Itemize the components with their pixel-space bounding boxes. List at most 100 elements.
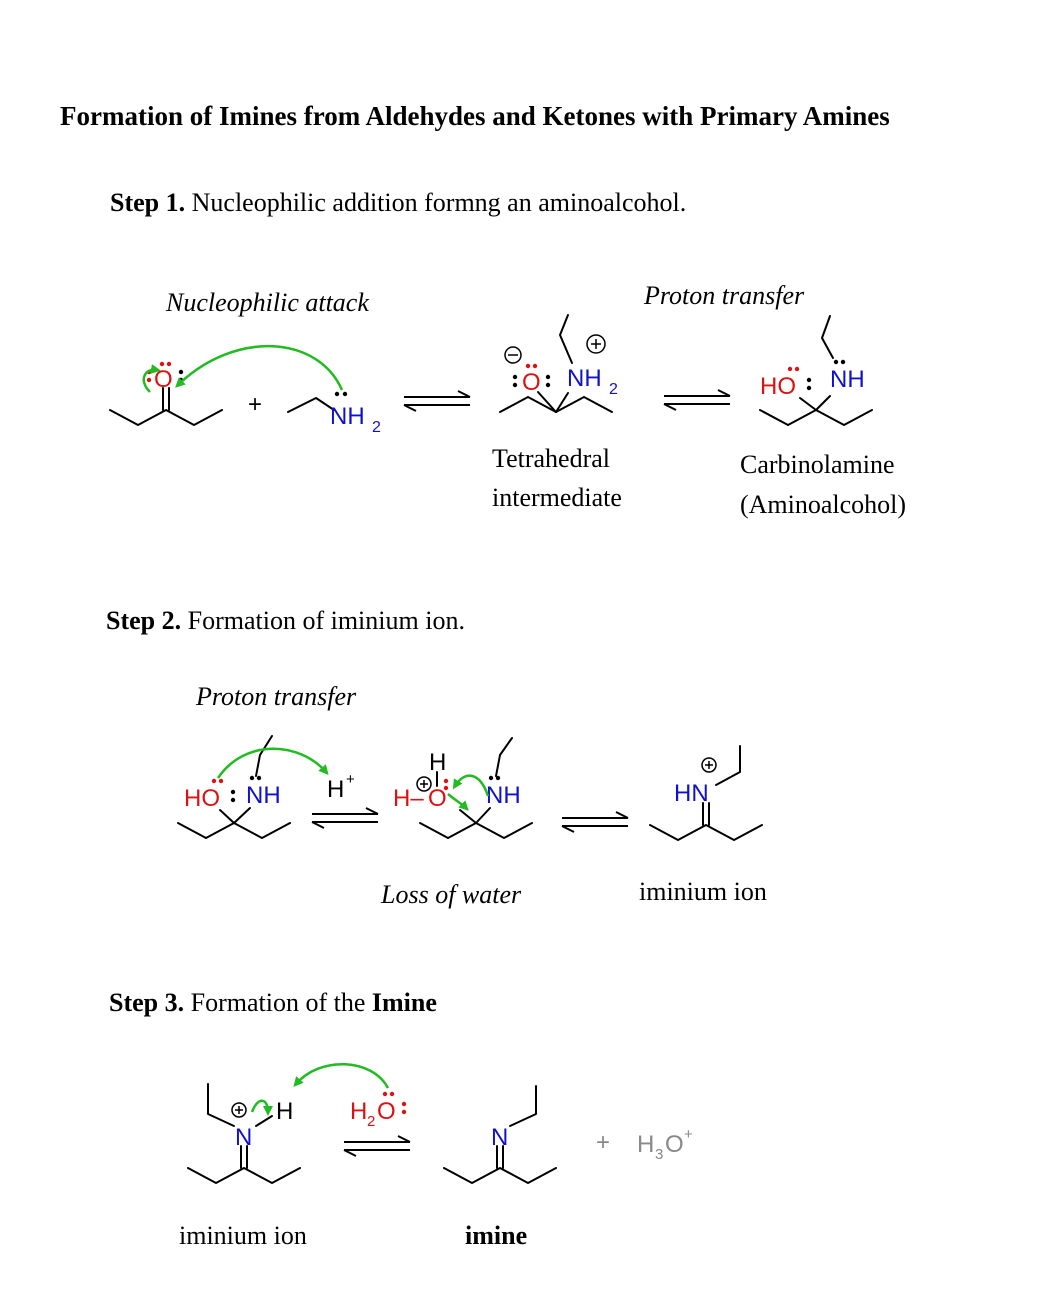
water-h: H [350, 1098, 367, 1125]
ketone-molecule: O [109, 361, 223, 426]
loss-of-water-arrow [452, 774, 490, 797]
nucleophilic-attack-arrow [175, 344, 344, 391]
lone-pair-dot [401, 1101, 407, 1107]
carbinol-hydroxyl: HO [760, 373, 796, 400]
protonated-carbinolamine: H– O H NH [393, 737, 533, 839]
lone-pair-dot [488, 775, 494, 781]
carbinol-ethyl-chain [821, 315, 834, 359]
carbinol-c-o-bond [799, 397, 817, 411]
s3-n-h-bond [255, 1115, 273, 1127]
lone-pair-dot [230, 797, 236, 803]
step3-text: Formation of the [190, 988, 366, 1017]
plus-sign: + [248, 391, 262, 418]
s2b-c-o-bond [459, 809, 477, 824]
tetrahedral-intermediate: O NH 2 [499, 314, 618, 413]
hydronium-h: H [637, 1131, 654, 1158]
s2b-nitrogen: NH [486, 782, 521, 809]
tetrahedral-caption-2: intermediate [492, 483, 622, 512]
lone-pair-dot [512, 382, 518, 388]
s2b-skeleton [419, 822, 449, 839]
lone-pair-dot [806, 377, 812, 383]
tetra-nitrogen: NH [567, 365, 602, 392]
carbinolamine-molecule: HO NH [759, 315, 873, 426]
lone-pair-dot [159, 361, 165, 367]
iminium-skeleton [649, 824, 763, 841]
step2-text: Formation of iminium ion. [187, 606, 465, 635]
s2-ethyl-chain [255, 735, 273, 777]
step2-label: Step 2. [106, 606, 182, 635]
water-subscript: 2 [367, 1113, 375, 1130]
hydronium-charge: + [684, 1126, 693, 1143]
lone-pair-dot [525, 363, 531, 369]
ethylamine-skeleton [287, 397, 335, 413]
s2b-oxygen: O [428, 785, 447, 812]
s2-hydroxyl: HO [184, 785, 220, 812]
equilibrium-arrow-4 [561, 811, 629, 833]
s2-c-o-bond [219, 809, 235, 824]
step1-attack-label: Nucleophilic attack [166, 288, 369, 317]
page-title: Formation of Imines from Aldehydes and K… [60, 101, 890, 131]
equilibrium-arrow-1 [403, 390, 471, 412]
lone-pair-dot [833, 359, 839, 365]
step2-carbinolamine: HO NH [177, 735, 291, 839]
loss-of-water-arrow-2 [447, 793, 469, 811]
s2b-skeleton [447, 822, 533, 839]
positive-charge-icon [586, 334, 606, 354]
imine-molecule: N [443, 1085, 557, 1184]
proton-h-plus: H + [327, 771, 355, 803]
lone-pair-dot [443, 785, 449, 791]
positive-charge-icon [416, 776, 432, 792]
step2-iminium-ion: HN [649, 745, 763, 841]
lone-pair-dot [443, 778, 449, 784]
tetra-c-n-bond [555, 392, 569, 413]
lone-pair-dot [806, 385, 812, 391]
carbinol-skeleton-left [759, 409, 789, 426]
imine-ethyl-chain [509, 1085, 537, 1127]
lone-pair-dot [178, 369, 184, 375]
s3-ethyl-chain [207, 1083, 235, 1127]
lone-pair-dot [495, 775, 501, 781]
lone-pair-dot [840, 359, 846, 365]
lone-pair-dot [166, 361, 172, 367]
iminium-nitrogen: HN [674, 780, 709, 807]
step1-text: Nucleophilic addition formng an aminoalc… [191, 188, 687, 217]
positive-charge-icon [701, 757, 717, 773]
ketone-skeleton [109, 409, 223, 426]
tetra-ethyl-chain [559, 314, 573, 364]
step3-text-bold: Imine [371, 988, 437, 1017]
tetra-skeleton-left [499, 396, 557, 413]
tetrahedral-caption-1: Tetrahedral [492, 444, 610, 473]
equilibrium-arrow-3 [311, 807, 379, 829]
amine-subscript: 2 [372, 419, 381, 436]
hydronium-oxygen: O [665, 1131, 684, 1158]
s2b-c-n-bond [475, 807, 491, 824]
carbinolamine-caption-2: (Aminoalcohol) [740, 490, 907, 519]
lone-pair-dot [146, 377, 152, 383]
step3-heading: Step 3. Formation of the Imine [109, 988, 437, 1018]
step3-iminium-ion: N H [187, 1083, 301, 1184]
equilibrium-arrow-5 [343, 1135, 411, 1157]
imine-skeleton [443, 1167, 557, 1184]
lone-pair-dot [389, 1091, 395, 1097]
tetra-skeleton-right [555, 396, 613, 413]
s2-c-n-bond [233, 807, 251, 824]
pi-bond-curved-arrow [142, 364, 161, 393]
s2-nitrogen: NH [246, 782, 281, 809]
s3-hydrogen: H [276, 1098, 293, 1125]
lone-pair-dot [256, 775, 262, 781]
s2-skeleton [205, 822, 291, 839]
s2-skeleton [177, 822, 207, 839]
lone-pair-dot [218, 778, 224, 784]
s2b-ethyl-chain [495, 737, 513, 777]
lone-pair-dot [512, 374, 518, 380]
s3-iminium-skeleton [187, 1167, 301, 1184]
positive-charge-icon [231, 1102, 247, 1118]
tetra-subscript: 2 [609, 381, 618, 398]
negative-charge-icon [504, 346, 522, 364]
step2-iminium-caption: iminium ion [639, 877, 767, 906]
step3-imine-caption: imine [465, 1221, 528, 1250]
s3-nitrogen: N [235, 1124, 252, 1151]
n-h-bond-curved-arrow [250, 1099, 273, 1116]
lone-pair-dot [342, 391, 348, 397]
